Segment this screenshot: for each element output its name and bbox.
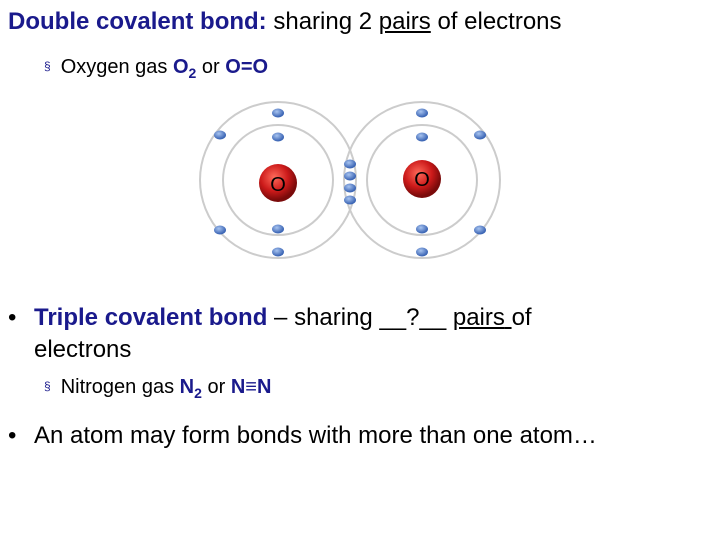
title-underlined: pairs <box>378 8 431 35</box>
nitrogen-bullet: § Nitrogen gas N2 or N≡N <box>44 376 271 401</box>
right-outer-orbit <box>343 101 501 259</box>
shared-electron <box>344 183 356 193</box>
bullet-marker-icon: § <box>44 379 51 393</box>
left-inner-orbit <box>222 124 334 236</box>
left-atom-label: O <box>270 174 286 196</box>
nitrogen-structural: N≡N <box>230 376 272 398</box>
oxygen-molecule-diagram: O O <box>199 101 501 259</box>
shared-electron <box>344 159 356 169</box>
electron <box>474 225 486 235</box>
electron <box>214 130 226 140</box>
atom-bullet: • An atom may form bonds with more than o… <box>8 420 597 452</box>
shared-electron <box>344 171 356 181</box>
electron <box>272 247 284 257</box>
right-atom-label: O <box>414 169 430 191</box>
electron <box>272 224 284 234</box>
nitrogen-formula: N2 <box>179 376 202 401</box>
oxygen-or: or <box>201 56 220 78</box>
triple-middle: – sharing __?__ <box>274 304 447 331</box>
oxygen-label: Oxygen gas <box>60 56 168 78</box>
electrons <box>214 108 486 257</box>
electron <box>272 132 284 142</box>
triple-bond-bullet: • Triple covalent bond – sharing __?__ pa… <box>8 302 648 366</box>
slide-title: Double covalent bond: sharing 2 pairs of… <box>8 8 562 36</box>
electron <box>416 224 428 234</box>
bullet-marker-icon: • <box>8 304 17 331</box>
triple-tail-line2: electrons <box>34 336 132 363</box>
bullet-marker-icon: • <box>8 422 17 449</box>
right-nucleus <box>403 160 441 198</box>
left-nucleus <box>259 164 297 202</box>
title-rest-post: of electrons <box>437 8 562 35</box>
title-rest-pre: sharing 2 <box>273 8 373 35</box>
right-atom: O <box>343 101 501 259</box>
electron <box>474 130 486 140</box>
electron <box>416 132 428 142</box>
electron <box>214 225 226 235</box>
left-atom: O <box>199 101 357 259</box>
electron <box>272 108 284 118</box>
nitrogen-label: Nitrogen gas <box>60 376 175 398</box>
oxygen-structural: O=O <box>225 56 269 78</box>
title-bold: Double covalent bond: <box>8 8 267 35</box>
triple-bold: Triple covalent bond <box>34 304 268 331</box>
oxygen-formula: O2 <box>172 56 197 81</box>
triple-underlined: pairs <box>452 304 505 331</box>
nitrogen-or: or <box>207 376 226 398</box>
electron <box>416 247 428 257</box>
triple-tail-inline: of <box>511 304 532 331</box>
shared-electron <box>344 195 356 205</box>
electron <box>416 108 428 118</box>
atom-bullet-text: An atom may form bonds with more than on… <box>34 422 597 449</box>
bullet-marker-icon: § <box>44 59 51 73</box>
left-outer-orbit <box>199 101 357 259</box>
oxygen-bullet: § Oxygen gas O2 or O=O <box>44 56 268 81</box>
right-inner-orbit <box>366 124 478 236</box>
